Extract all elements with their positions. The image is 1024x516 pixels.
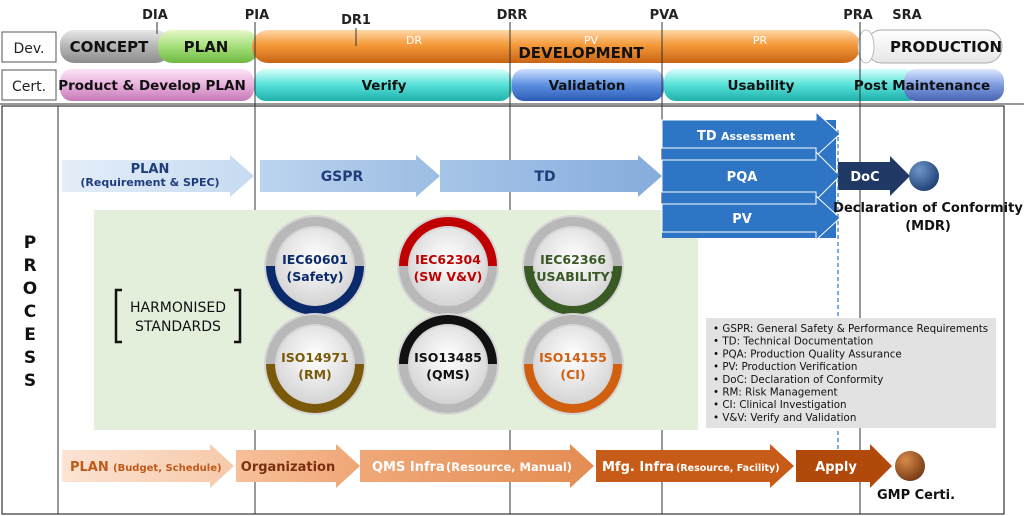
milestone-dia: DIA <box>142 8 168 23</box>
cert-phase-product-plan: Product & Develop PLAN <box>58 78 246 94</box>
process-letter-c: C <box>24 302 36 322</box>
standard-code: IEC62304 <box>415 252 481 267</box>
standard-ring-iec60601: IEC60601 (Safety) <box>264 215 366 317</box>
dev-phase-concept: CONCEPT <box>70 38 150 56</box>
legend-item: • V&V: Verify and Validation <box>713 412 856 424</box>
standard-ring-iso14155: ISO14155 (CI) <box>522 313 624 415</box>
legend-item: • GSPR: General Safety & Performance Req… <box>713 323 988 335</box>
declaration-line2: (MDR) <box>905 219 951 234</box>
process-letter-o: O <box>23 279 37 299</box>
standard-code: IEC62366 <box>540 252 606 267</box>
standard-ring-iec62366: IEC62366 (USABILITY) <box>522 215 624 317</box>
subphase-pr: PR <box>753 34 768 47</box>
doc-label: DoC <box>850 170 879 185</box>
milestone-dr1: DR1 <box>341 13 371 28</box>
standard-scope: (RM) <box>298 367 332 382</box>
legend-item: • RM: Risk Management <box>713 387 838 399</box>
row-label-dev: Dev. <box>13 41 44 57</box>
arrow-td-assessment-main: TD <box>697 129 717 144</box>
standard-code: ISO14971 <box>281 350 349 365</box>
gmp-mfg-main: Mfg. Infra <box>602 460 674 475</box>
subphase-pv: PV <box>584 34 599 47</box>
legend-item: • PV: Production Verification <box>713 361 857 373</box>
gmp-arrows <box>62 444 892 488</box>
milestone-pva: PVA <box>650 8 679 23</box>
cert-phase-post-maintenance: Post Maintenance <box>854 78 990 94</box>
process-letter-e: E <box>24 325 36 345</box>
top-process-arrows <box>62 155 662 197</box>
legend-item: • TD: Technical Documentation <box>713 336 873 348</box>
arrow-gspr: GSPR <box>321 169 364 185</box>
right-stack-arrows <box>661 110 841 242</box>
standard-scope: (QMS) <box>426 367 470 382</box>
standard-code: IEC60601 <box>282 252 348 267</box>
gmp-mfg-sub: (Resource, Facility) <box>676 463 780 474</box>
standard-code: ISO14155 <box>539 350 607 365</box>
legend-item: • PQA: Production Quality Assurance <box>713 348 902 360</box>
harmonised-label-line1: HARMONISED <box>130 300 226 316</box>
standard-ring-iso14971: ISO14971 (RM) <box>264 313 366 415</box>
arrow-plan-subtitle: (Requirement & SPEC) <box>80 176 219 189</box>
gmp-end-ball <box>895 451 925 481</box>
dev-phase-development: DEVELOPMENT <box>518 44 644 62</box>
arrow-td-assessment-sub: Assessment <box>721 130 795 143</box>
cert-phase-validation: Validation <box>549 78 626 94</box>
process-letter-r: R <box>23 256 36 276</box>
harmonised-label-line2: STANDARDS <box>135 319 221 335</box>
doc-end-ball <box>909 161 939 191</box>
gmp-plan-main: PLAN <box>70 460 109 475</box>
standard-code: ISO13485 <box>414 350 482 365</box>
standard-scope: (CI) <box>560 367 585 382</box>
standard-ring-iso13485: ISO13485 (QMS) <box>397 313 499 415</box>
gmp-plan-sub: (Budget, Schedule) <box>113 463 222 474</box>
milestone-pia: PIA <box>245 8 269 23</box>
dev-phase-plan: PLAN <box>184 38 229 56</box>
gmp-organization: Organization <box>241 460 335 475</box>
gmp-apply: Apply <box>815 460 857 475</box>
standard-scope: (USABILITY) <box>531 269 616 284</box>
milestone-drr: DRR <box>497 8 528 23</box>
doc-arrow <box>838 156 910 196</box>
cert-phase-verify: Verify <box>362 78 407 94</box>
arrow-td: TD <box>534 169 555 185</box>
standard-ring-iec62304: IEC62304 (SW V&V) <box>397 215 499 317</box>
arrow-plan-title: PLAN <box>131 162 170 177</box>
arrow-pv: PV <box>732 212 752 227</box>
dev-phase-bars <box>60 29 1003 64</box>
standard-scope: (Safety) <box>287 269 344 284</box>
milestone-pra: PRA <box>843 8 873 23</box>
process-letter-s2: S <box>24 371 36 391</box>
process-letter-s1: S <box>24 348 36 368</box>
subphase-dr: DR <box>406 34 422 47</box>
harmonised-bracket <box>114 288 242 344</box>
process-letter-p: P <box>24 233 36 253</box>
standard-scope: (SW V&V) <box>414 269 483 284</box>
declaration-line1: Declaration of Conformity <box>833 201 1023 216</box>
cert-phase-usability: Usability <box>728 78 795 94</box>
legend-box <box>706 318 996 428</box>
gmp-qms-main: QMS Infra <box>372 460 445 475</box>
milestone-sra: SRA <box>892 8 921 23</box>
row-label-cert: Cert. <box>12 79 46 95</box>
legend-item: • DoC: Declaration of Conformity <box>713 374 883 386</box>
cert-phase-bars <box>60 69 1004 101</box>
arrow-pqa: PQA <box>727 170 758 185</box>
gmp-certi-label: GMP Certi. <box>877 488 955 503</box>
dev-phase-production: PRODUCTION <box>890 38 1002 56</box>
gmp-qms-sub: (Resource, Manual) <box>446 460 572 474</box>
legend-item: • CI: Clinical Investigation <box>713 399 847 411</box>
